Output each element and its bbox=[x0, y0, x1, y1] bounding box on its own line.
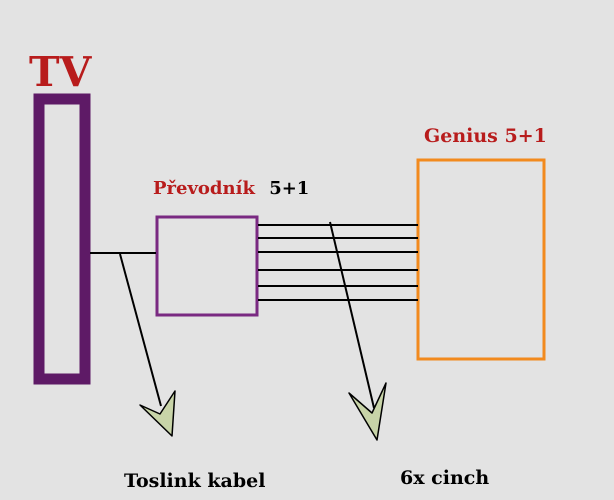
toslink-pointer-line bbox=[119, 253, 162, 407]
cinch-arrowhead bbox=[348, 382, 387, 441]
tv-box bbox=[33, 93, 91, 385]
converter-box bbox=[155, 215, 259, 317]
cinch-label: 6x cinch bbox=[400, 467, 489, 489]
cinch-pointer-line bbox=[329, 221, 375, 409]
toslink-label: Toslink kabel bbox=[124, 470, 265, 492]
cinch-wires bbox=[258, 224, 418, 301]
converter-name: Převodník bbox=[153, 178, 255, 199]
converter-suffix: 5+1 bbox=[269, 178, 309, 199]
converter-label: Převodník 5+1 bbox=[153, 178, 309, 199]
genius-label: Genius 5+1 bbox=[424, 125, 547, 147]
toslink-arrowhead bbox=[139, 390, 176, 437]
genius-box bbox=[416, 158, 546, 361]
tv-label: TV bbox=[29, 48, 93, 96]
